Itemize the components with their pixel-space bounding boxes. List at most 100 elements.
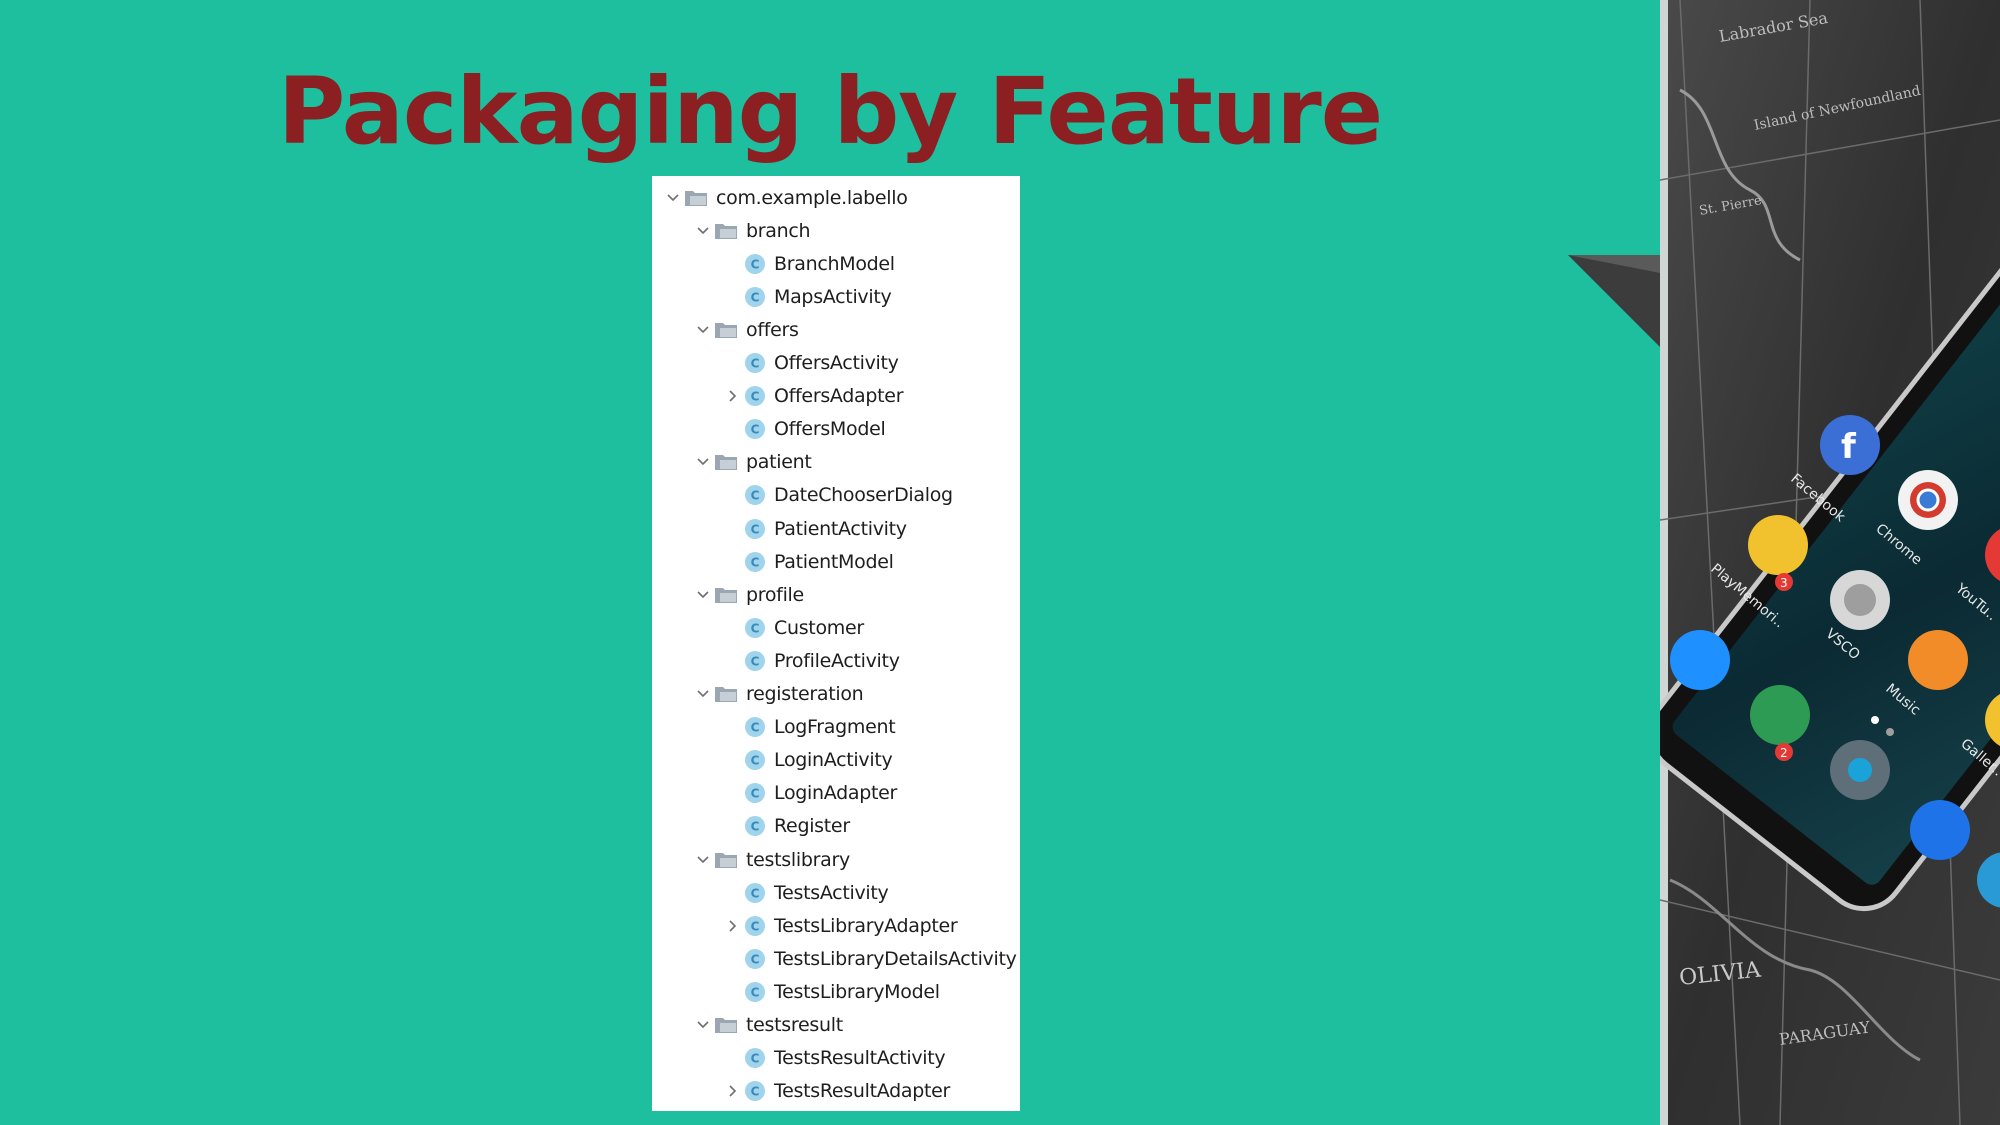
chevron-down-icon[interactable] [662, 181, 684, 214]
tree-package-row[interactable]: com.example.labello [662, 181, 908, 214]
chevron-down-icon[interactable] [692, 214, 714, 247]
class-c-icon: C [745, 816, 765, 837]
class-label: ProfileActivity [774, 649, 900, 672]
tree-class-row[interactable]: C Customer [722, 611, 864, 644]
class-label: TestsLibraryDetailsActivity [774, 947, 1017, 970]
svg-text:C: C [751, 654, 760, 668]
class-c-icon: C [745, 981, 765, 1002]
badge: 3 [1780, 576, 1788, 590]
tree-class-row[interactable]: C ProfileActivity [722, 644, 900, 677]
expander-spacer [722, 711, 744, 744]
svg-text:C: C [751, 390, 760, 404]
class-label: TestsLibraryAdapter [774, 914, 958, 937]
svg-text:f: f [1841, 427, 1857, 467]
svg-text:C: C [751, 1085, 760, 1099]
class-label: LoginActivity [774, 749, 893, 772]
svg-text:C: C [751, 919, 760, 933]
chevron-down-icon[interactable] [692, 1009, 714, 1042]
package-label: offers [746, 318, 799, 341]
svg-text:C: C [751, 621, 760, 635]
svg-text:C: C [751, 555, 760, 569]
chevron-down-icon[interactable] [692, 678, 714, 711]
chevron-right-icon[interactable] [722, 1075, 744, 1108]
slide-title: Packaging by Feature [277, 58, 1383, 165]
chevron-down-icon[interactable] [692, 313, 714, 346]
folder-icon [715, 852, 737, 868]
chevron-right-icon[interactable] [722, 380, 744, 413]
tree-package-row[interactable]: testslibrary [692, 843, 850, 876]
tree-class-row[interactable]: C OffersModel [722, 413, 886, 446]
tree-class-row[interactable]: C TestsResultAdapter [722, 1075, 950, 1108]
tree-package-row[interactable]: registeration [692, 678, 864, 711]
package-label: registeration [746, 683, 864, 705]
expander-spacer [722, 347, 744, 380]
tree-package-row[interactable]: patient [692, 446, 812, 479]
tree-class-row[interactable]: C LoginActivity [722, 744, 893, 777]
expander-spacer [722, 545, 744, 578]
class-c-icon: C [745, 617, 765, 638]
class-c-icon: C [745, 353, 765, 373]
chevron-down-icon[interactable] [692, 446, 714, 479]
class-c-icon: C [745, 386, 765, 407]
package-label: profile [746, 583, 804, 606]
folder-icon [715, 1018, 737, 1033]
class-label: DateChooserDialog [774, 484, 953, 507]
tree-class-row[interactable]: C OffersActivity [722, 347, 899, 380]
class-label: LoginAdapter [774, 782, 898, 805]
class-c-icon: C [745, 882, 765, 903]
svg-text:C: C [751, 820, 760, 834]
tree-class-row[interactable]: C PatientActivity [722, 512, 907, 545]
expander-spacer [722, 777, 744, 810]
tree-class-row[interactable]: C TestsLibraryAdapter [722, 909, 958, 942]
tree-package-row[interactable]: branch [692, 214, 811, 247]
class-c-icon: C [745, 1081, 765, 1102]
tree-class-row[interactable]: C DateChooserDialog [722, 479, 953, 512]
svg-text:C: C [751, 423, 760, 437]
class-label: Customer [774, 616, 864, 639]
expander-spacer [722, 247, 744, 280]
tree-package-row[interactable]: offers [692, 313, 799, 346]
class-label: OffersActivity [774, 352, 899, 374]
expander-spacer [722, 876, 744, 909]
expander-spacer [722, 413, 744, 446]
tree-class-row[interactable]: C TestsResultActivity [722, 1042, 946, 1075]
expander-spacer [722, 810, 744, 843]
svg-text:C: C [751, 290, 760, 304]
class-c-icon: C [745, 1048, 765, 1069]
class-c-icon: C [745, 750, 765, 771]
class-label: PatientActivity [774, 517, 907, 540]
svg-text:C: C [751, 721, 760, 735]
tree-package-row[interactable]: testsresult [692, 1009, 843, 1042]
tree-package-row[interactable]: profile [692, 578, 804, 611]
class-label: TestsResultAdapter [774, 1080, 951, 1103]
svg-text:C: C [751, 522, 760, 536]
tree-class-row[interactable]: C TestsLibraryDetailsActivity [722, 942, 1017, 975]
folder-icon [715, 587, 737, 603]
expander-spacer [722, 280, 744, 313]
class-c-icon: C [745, 518, 765, 539]
class-c-icon: C [745, 948, 765, 969]
class-label: OffersAdapter [774, 385, 904, 408]
chevron-down-icon[interactable] [692, 843, 714, 876]
tree-class-row[interactable]: C OffersAdapter [722, 380, 904, 413]
expander-spacer [722, 975, 744, 1008]
class-c-icon: C [745, 485, 765, 506]
svg-text:C: C [751, 952, 760, 966]
svg-text:C: C [751, 357, 760, 371]
chevron-down-icon[interactable] [692, 578, 714, 611]
class-label: OffersModel [774, 418, 886, 441]
package-label: testslibrary [746, 848, 850, 871]
package-label: branch [746, 219, 811, 242]
chevron-right-icon[interactable] [722, 909, 744, 942]
expander-spacer [722, 1042, 744, 1075]
class-label: TestsResultActivity [774, 1047, 946, 1070]
